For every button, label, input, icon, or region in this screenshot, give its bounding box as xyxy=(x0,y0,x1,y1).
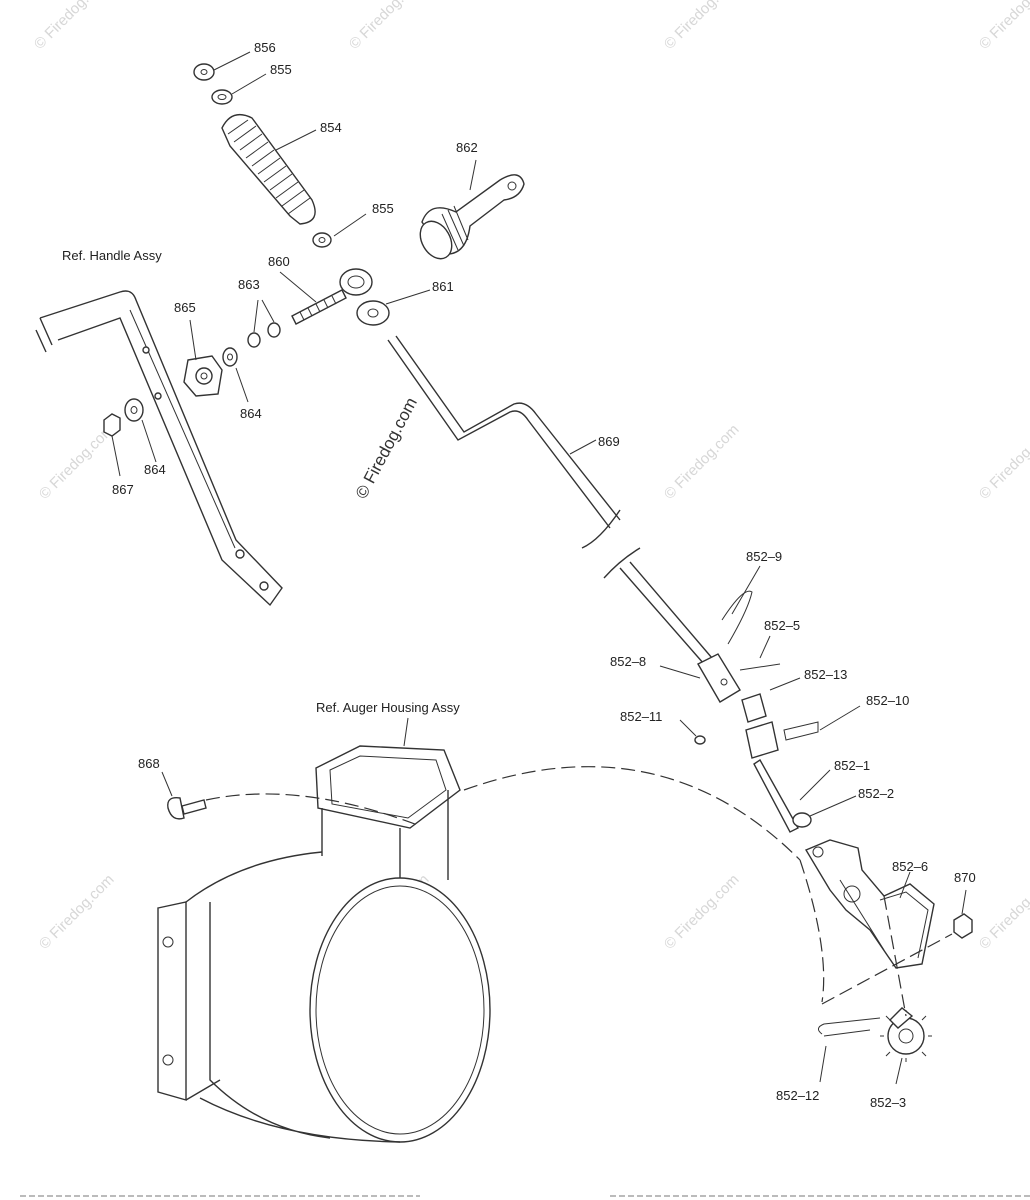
callout-865: 865 xyxy=(174,300,196,315)
watermark-tile: © Firedog.com xyxy=(976,421,1030,503)
small-hardware-left xyxy=(103,322,281,437)
callout-855-mid: 855 xyxy=(372,201,394,216)
top-washers xyxy=(193,63,332,248)
watermark-center: © Firedog.com xyxy=(352,394,421,502)
callout-864-lower: 864 xyxy=(144,462,166,477)
watermark-tile: © Firedog.com xyxy=(661,421,743,503)
callout-868: 868 xyxy=(138,756,160,771)
callout-852-6: 852–6 xyxy=(892,859,928,874)
linkage-852 xyxy=(694,590,819,833)
ref-auger-housing-label: Ref. Auger Housing Assy xyxy=(316,700,460,715)
bracket-865 xyxy=(183,355,223,397)
bracket-852-6 xyxy=(804,839,935,969)
watermark-tile: © Firedog.com xyxy=(976,871,1030,953)
callout-856: 856 xyxy=(254,40,276,55)
callout-861: 861 xyxy=(432,279,454,294)
callout-852-10: 852–10 xyxy=(866,693,909,708)
callout-852-9: 852–9 xyxy=(746,549,782,564)
callout-860: 860 xyxy=(268,254,290,269)
bolt-868 xyxy=(167,797,207,820)
callout-852-3: 852–3 xyxy=(870,1095,906,1110)
handle-assembly xyxy=(35,290,283,607)
callout-863: 863 xyxy=(238,277,260,292)
watermark-tile: © Firedog.com xyxy=(36,871,118,953)
callout-852-1: 852–1 xyxy=(834,758,870,773)
hairpin-852-12 xyxy=(818,1017,881,1037)
callout-852-13: 852–13 xyxy=(804,667,847,682)
callout-852-2: 852–2 xyxy=(858,786,894,801)
callout-869: 869 xyxy=(598,434,620,449)
nut-870 xyxy=(953,913,973,939)
watermark-tile: © Firedog.com xyxy=(661,871,743,953)
dashed-guides xyxy=(205,766,953,1017)
callout-852-12: 852–12 xyxy=(776,1088,819,1103)
gear-852-3 xyxy=(880,1007,932,1062)
callout-852-8: 852–8 xyxy=(610,654,646,669)
watermark-tile: © Firedog.com xyxy=(31,0,113,53)
leader-lines xyxy=(111,51,967,1085)
grip-854 xyxy=(221,114,316,225)
watermark-tile: © Firedog.com xyxy=(976,0,1030,53)
callout-870: 870 xyxy=(954,870,976,885)
callout-852-11: 852–11 xyxy=(620,709,662,724)
watermark-tile: © Firedog.com xyxy=(346,0,428,53)
nut-861 xyxy=(356,300,390,326)
callout-855-top: 855 xyxy=(270,62,292,77)
callout-862: 862 xyxy=(456,140,478,155)
callout-864-upper: 864 xyxy=(240,406,262,421)
eye-bolt-860 xyxy=(291,268,373,325)
auger-housing xyxy=(157,745,491,1143)
spring-clevis-862 xyxy=(419,174,525,260)
ref-handle-label: Ref. Handle Assy xyxy=(62,248,162,263)
callout-852-5: 852–5 xyxy=(764,618,800,633)
callout-867: 867 xyxy=(112,482,134,497)
watermark-tile: © Firedog.com xyxy=(661,0,743,53)
callouts: 856 855 854 862 855 860 863 861 865 864 … xyxy=(112,40,976,1110)
callout-854: 854 xyxy=(320,120,342,135)
reference-labels: Ref. Handle Assy Ref. Auger Housing Assy xyxy=(62,248,460,715)
control-rod-869 xyxy=(387,335,713,665)
